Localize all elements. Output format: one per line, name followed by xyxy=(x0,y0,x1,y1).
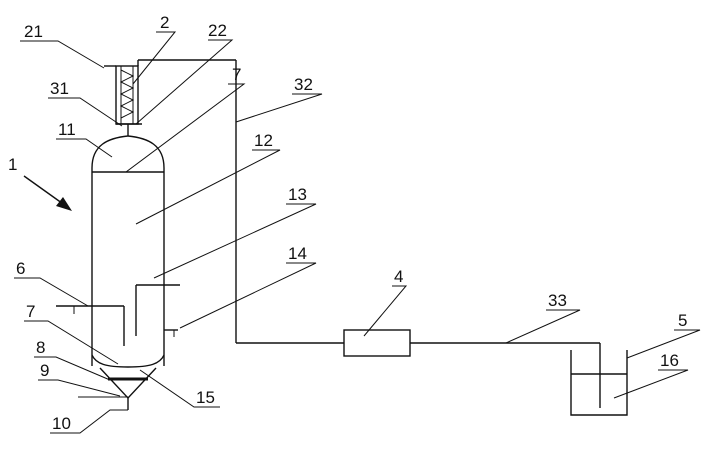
label-4: 4 xyxy=(394,267,403,286)
leader-7-bottom xyxy=(24,320,119,365)
leader-8 xyxy=(34,356,111,381)
leader-6 xyxy=(14,277,89,307)
leader-9 xyxy=(38,379,121,397)
label-12: 12 xyxy=(254,131,273,150)
label-9: 9 xyxy=(40,361,49,380)
label-22: 22 xyxy=(208,21,227,40)
leader-22 xyxy=(135,39,234,125)
label-11: 11 xyxy=(58,120,76,139)
label-8: 8 xyxy=(36,338,45,357)
label-2: 2 xyxy=(160,13,169,32)
condenser-coil xyxy=(119,69,135,119)
label-15: 15 xyxy=(196,388,215,407)
label-6: 6 xyxy=(16,259,25,278)
leader-31 xyxy=(48,97,123,127)
label-5: 5 xyxy=(678,311,687,330)
leader-15 xyxy=(139,369,220,408)
leader-13 xyxy=(153,203,317,279)
leader-21 xyxy=(20,40,105,69)
arrow-1-head xyxy=(56,197,72,211)
label-14: 14 xyxy=(288,244,307,263)
label-32: 32 xyxy=(294,75,313,94)
leader-14 xyxy=(179,262,317,329)
leader-12 xyxy=(135,149,281,225)
collection-vessel xyxy=(570,350,628,416)
leader-lines xyxy=(14,31,701,434)
label-7-bottom: 7 xyxy=(26,302,35,321)
leader-11 xyxy=(56,138,113,158)
label-31: 31 xyxy=(50,79,69,98)
label-10: 10 xyxy=(52,414,71,433)
leader-5 xyxy=(626,329,701,359)
leader-4 xyxy=(363,285,408,337)
beaker xyxy=(570,350,628,416)
leader-7-top xyxy=(125,83,246,173)
label-1: 1 xyxy=(8,155,17,174)
reactor-bottom-curve xyxy=(91,354,165,368)
condenser-assembly xyxy=(104,59,236,125)
piping xyxy=(235,60,601,408)
arrow-1-shaft xyxy=(23,175,67,207)
device-4-box xyxy=(343,329,411,357)
leader-33 xyxy=(505,309,581,344)
labels: 21 2 22 31 7 32 11 12 1 13 14 6 4 33 7 5… xyxy=(8,13,687,433)
label-21: 21 xyxy=(24,22,43,41)
leader-2 xyxy=(132,31,177,85)
leader-16 xyxy=(613,369,689,399)
label-7-top: 7 xyxy=(232,65,241,84)
label-16: 16 xyxy=(660,351,679,370)
label-33: 33 xyxy=(548,291,567,310)
reactor-vessel xyxy=(56,124,180,410)
leader-10 xyxy=(50,409,128,434)
leader-32 xyxy=(235,93,323,123)
label-13: 13 xyxy=(288,185,307,204)
